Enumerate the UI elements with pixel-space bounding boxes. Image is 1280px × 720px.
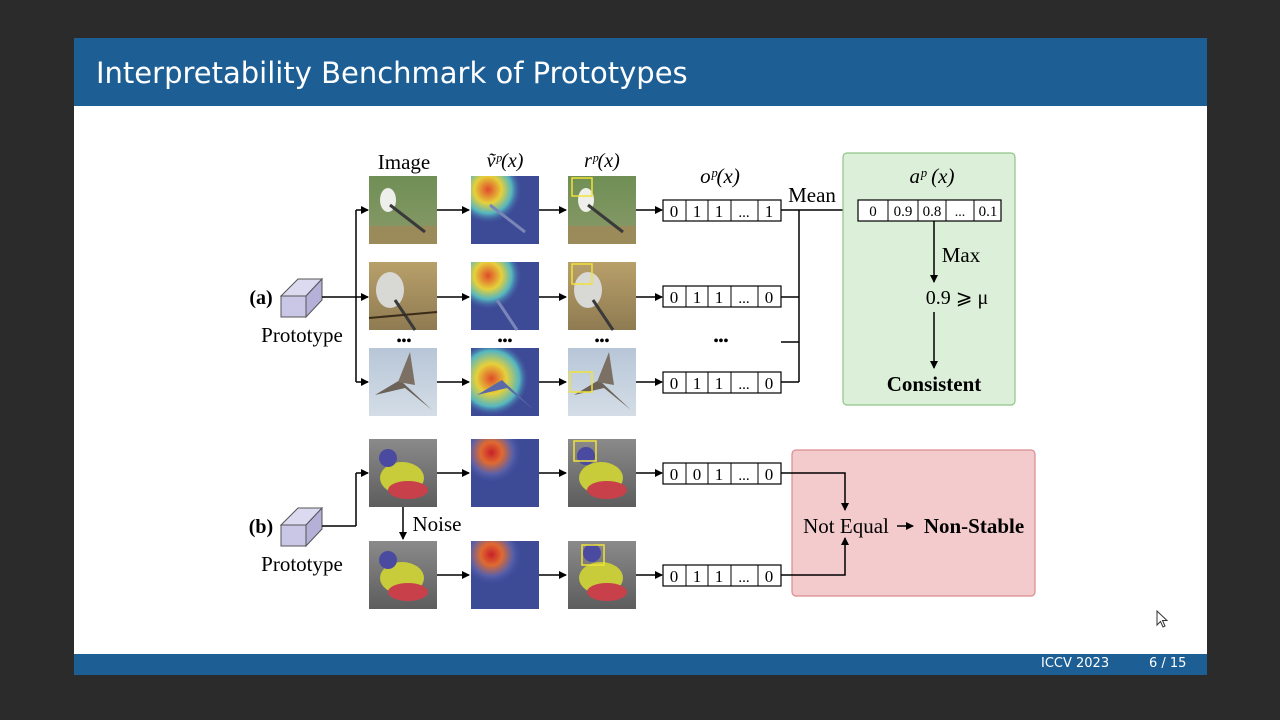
image-b2 bbox=[369, 541, 437, 609]
svg-text:0: 0 bbox=[670, 567, 679, 586]
max-label: Max bbox=[942, 243, 981, 267]
heatmap-a1 bbox=[471, 176, 539, 244]
not-equal-label: Not Equal bbox=[803, 514, 889, 538]
svg-text:0: 0 bbox=[765, 465, 774, 484]
svg-text:0.9: 0.9 bbox=[894, 204, 913, 220]
dots-vector: ••• bbox=[714, 334, 729, 349]
prototype-cube-b bbox=[279, 506, 324, 548]
svg-text:1: 1 bbox=[715, 567, 724, 586]
svg-text:0: 0 bbox=[670, 202, 679, 221]
panel-b-label: (b) bbox=[249, 516, 273, 538]
vector-a3: 0 1 1 ... 0 bbox=[662, 371, 782, 394]
region-b1 bbox=[568, 439, 636, 507]
svg-text:0: 0 bbox=[693, 465, 702, 484]
svg-text:1: 1 bbox=[693, 202, 702, 221]
vector-b1: 0 0 1 ... 0 bbox=[662, 462, 782, 485]
vector-a1: 0 1 1 ... 1 bbox=[662, 199, 782, 222]
footer-bar: ICCV 2023 6 / 15 bbox=[74, 654, 1207, 675]
svg-text:0: 0 bbox=[670, 288, 679, 307]
benchmark-diagram: Image ṽᵖ(x) rᵖ(x) oᵖ(x) (a) Prototype bbox=[249, 150, 1036, 609]
svg-text:...: ... bbox=[738, 205, 749, 221]
svg-text:1: 1 bbox=[693, 374, 702, 393]
svg-text:1: 1 bbox=[715, 288, 724, 307]
svg-text:...: ... bbox=[955, 205, 966, 220]
svg-text:...: ... bbox=[738, 570, 749, 586]
vector-a2: 0 1 1 ... 0 bbox=[662, 285, 782, 308]
region-b2 bbox=[568, 541, 636, 609]
vector-mean: 0 0.9 0.8 ... 0.1 bbox=[857, 199, 1002, 222]
image-b1 bbox=[369, 439, 437, 507]
header-v: ṽᵖ(x) bbox=[487, 150, 524, 172]
slide-title: Interpretability Benchmark of Prototypes bbox=[96, 56, 688, 90]
region-a1 bbox=[568, 176, 636, 244]
footer-venue: ICCV 2023 bbox=[1041, 656, 1110, 671]
title-bar: Interpretability Benchmark of Prototypes bbox=[74, 38, 1207, 106]
svg-text:0: 0 bbox=[670, 374, 679, 393]
svg-text:1: 1 bbox=[765, 202, 774, 221]
svg-text:0.8: 0.8 bbox=[923, 204, 942, 220]
consistent-label: Consistent bbox=[887, 372, 982, 396]
svg-text:0: 0 bbox=[670, 465, 679, 484]
prototype-cube-a bbox=[279, 277, 324, 319]
mean-label: Mean bbox=[788, 183, 836, 207]
header-image: Image bbox=[378, 150, 430, 174]
prototype-label-b: Prototype bbox=[261, 552, 343, 576]
heatmap-a3 bbox=[471, 348, 539, 416]
svg-text:1: 1 bbox=[693, 288, 702, 307]
svg-text:0: 0 bbox=[869, 204, 877, 220]
image-a2 bbox=[368, 262, 438, 331]
svg-text:...: ... bbox=[738, 468, 749, 484]
svg-text:1: 1 bbox=[693, 567, 702, 586]
svg-text:1: 1 bbox=[715, 465, 724, 484]
header-a: aᵖ (x) bbox=[910, 164, 955, 188]
svg-text:1: 1 bbox=[715, 202, 724, 221]
mouse-cursor-icon bbox=[1156, 610, 1169, 628]
image-a3 bbox=[369, 348, 437, 416]
panel-a-label: (a) bbox=[249, 287, 272, 309]
svg-text:0: 0 bbox=[765, 374, 774, 393]
dots-image: ••• bbox=[397, 334, 412, 349]
svg-text:0: 0 bbox=[765, 567, 774, 586]
prototype-label-a: Prototype bbox=[261, 323, 343, 347]
footer-page-number: 6 / 15 bbox=[1149, 656, 1187, 671]
heatmap-a2 bbox=[471, 262, 539, 331]
svg-text:...: ... bbox=[738, 377, 749, 393]
threshold-text: 0.9 ⩾ μ bbox=[926, 287, 988, 309]
non-stable-label: Non-Stable bbox=[924, 514, 1024, 538]
svg-text:0: 0 bbox=[765, 288, 774, 307]
vector-b2: 0 1 1 ... 0 bbox=[662, 564, 782, 587]
noise-label: Noise bbox=[413, 512, 462, 536]
svg-text:0.1: 0.1 bbox=[979, 204, 998, 220]
dots-heatmap: ••• bbox=[498, 334, 513, 349]
region-a3 bbox=[568, 348, 636, 416]
region-a2 bbox=[568, 262, 636, 331]
header-r: rᵖ(x) bbox=[584, 150, 620, 172]
svg-text:1: 1 bbox=[715, 374, 724, 393]
image-a1 bbox=[369, 176, 437, 244]
svg-text:...: ... bbox=[738, 291, 749, 307]
heatmap-b2 bbox=[471, 541, 539, 609]
header-o: oᵖ(x) bbox=[700, 164, 740, 188]
dots-region: ••• bbox=[595, 334, 610, 349]
slide: Interpretability Benchmark of Prototypes… bbox=[74, 38, 1207, 675]
consistent-box bbox=[842, 152, 1016, 406]
heatmap-b1 bbox=[471, 439, 539, 507]
